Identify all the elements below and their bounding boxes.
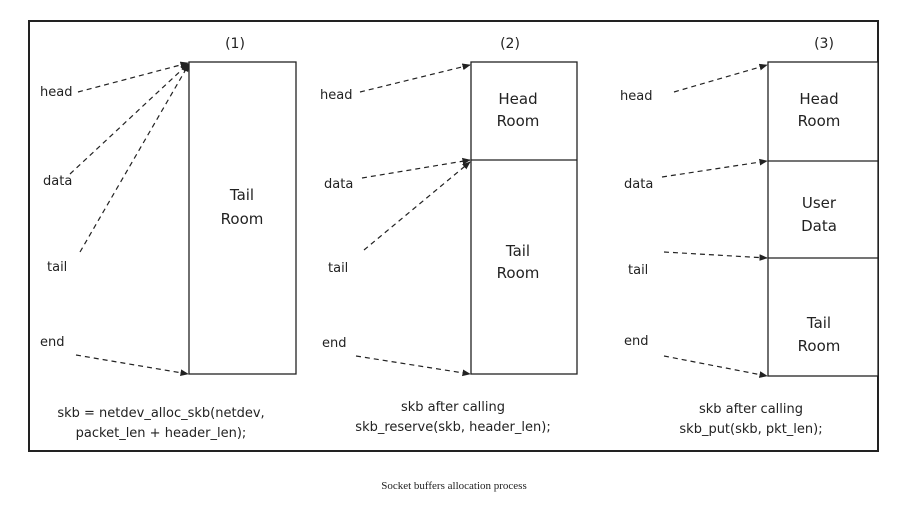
- panel-number: (1): [225, 36, 245, 52]
- head-arrow: [673, 63, 768, 93]
- head-room-line1: Head: [799, 90, 838, 108]
- tail-pointer-label: tail: [47, 260, 67, 275]
- end-arrow: [75, 354, 189, 377]
- end-pointer-label: end: [40, 335, 65, 350]
- panel-number: (2): [500, 36, 520, 52]
- tail-room-line1: Tail: [505, 242, 530, 260]
- data-pointer-label: data: [43, 174, 72, 189]
- tail-pointer-label: tail: [628, 263, 648, 278]
- buffer-box: [767, 61, 879, 377]
- user-data-line2: Data: [801, 217, 837, 235]
- end-arrow: [663, 355, 768, 378]
- tail-room-line2: Room: [497, 264, 540, 282]
- data-arrow: [361, 157, 471, 179]
- code-line-2: skb_put(skb, pkt_len);: [679, 422, 822, 437]
- buffer-box: [188, 61, 297, 375]
- code-line-2: skb_reserve(skb, header_len);: [355, 420, 550, 435]
- figure-caption: Socket buffers allocation process: [381, 480, 527, 492]
- code-line-1: skb = netdev_alloc_skb(netdev,: [57, 406, 264, 421]
- head-pointer-label: head: [40, 85, 72, 100]
- data-arrow: [661, 158, 768, 178]
- user-data-line1: User: [802, 194, 837, 212]
- data-arrow: [69, 63, 189, 175]
- tail-room-line2: Room: [798, 337, 841, 355]
- code-line-1: skb after calling: [401, 400, 505, 415]
- region-label-line1: Tail: [229, 186, 254, 204]
- panel-2: (2) Head Room Tail Room head data tail e…: [320, 36, 578, 435]
- tail-arrow: [663, 251, 768, 261]
- head-pointer-label: head: [620, 89, 652, 104]
- tail-arrow: [363, 161, 471, 251]
- end-arrow: [355, 355, 471, 377]
- panel-3: (3) Head Room User Data Tail Room head d…: [620, 36, 879, 437]
- end-pointer-label: end: [322, 336, 347, 351]
- head-arrow: [359, 63, 471, 93]
- region-label-line2: Room: [221, 210, 264, 228]
- panel-1: (1) Tail Room head data tail end skb = n…: [40, 36, 297, 441]
- panel-number: (3): [814, 36, 834, 52]
- head-room-line2: Room: [798, 112, 841, 130]
- tail-pointer-label: tail: [328, 261, 348, 276]
- data-pointer-label: data: [624, 177, 653, 192]
- head-room-line2: Room: [497, 112, 540, 130]
- head-arrow: [77, 61, 189, 93]
- code-line-2: packet_len + header_len);: [76, 426, 247, 441]
- tail-room-line1: Tail: [806, 314, 831, 332]
- data-pointer-label: data: [324, 177, 353, 192]
- buffer-box: [470, 61, 578, 375]
- end-pointer-label: end: [624, 334, 649, 349]
- head-pointer-label: head: [320, 88, 352, 103]
- tail-arrow: [79, 63, 190, 253]
- code-line-1: skb after calling: [699, 402, 803, 417]
- head-room-line1: Head: [498, 90, 537, 108]
